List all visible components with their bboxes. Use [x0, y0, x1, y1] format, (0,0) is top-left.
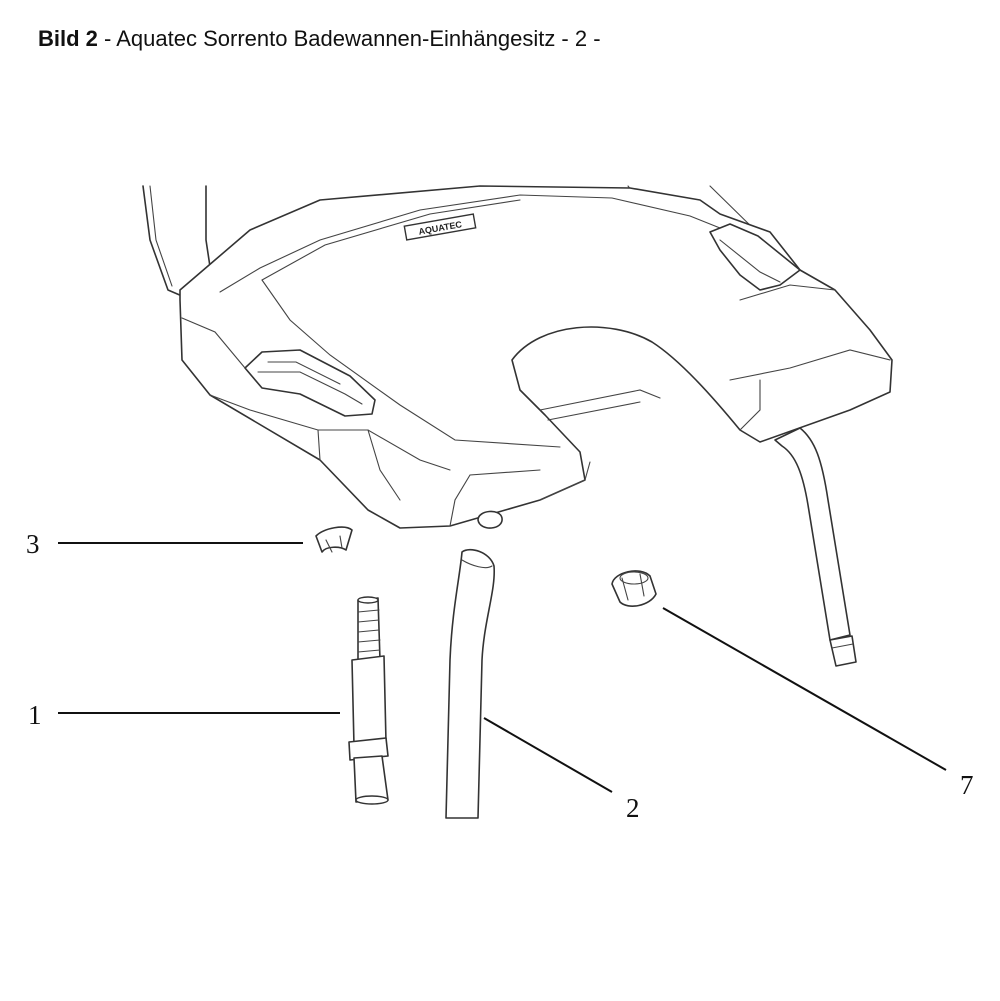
part-1-leg-insert — [348, 596, 389, 805]
part-3-clip — [315, 526, 353, 553]
title-text: - Aquatec Sorrento Badewannen-Einhängesi… — [97, 26, 601, 51]
diagram-title: Bild 2 - Aquatec Sorrento Badewannen-Ein… — [38, 26, 601, 52]
callout-1: 1 — [28, 700, 42, 730]
leader-line-7 — [662, 607, 947, 771]
bath-seat: AQUATEC — [142, 185, 893, 667]
aquatec-logo-plate — [403, 213, 477, 241]
callout-2: 2 — [626, 793, 640, 823]
part-2-bent-tube — [445, 548, 496, 819]
callout-3: 3 — [26, 529, 40, 559]
callout-7: 7 — [960, 770, 974, 800]
part-7-cap — [611, 570, 657, 607]
figure-label: Bild 2 — [38, 26, 98, 51]
leader-line-2 — [483, 717, 613, 793]
